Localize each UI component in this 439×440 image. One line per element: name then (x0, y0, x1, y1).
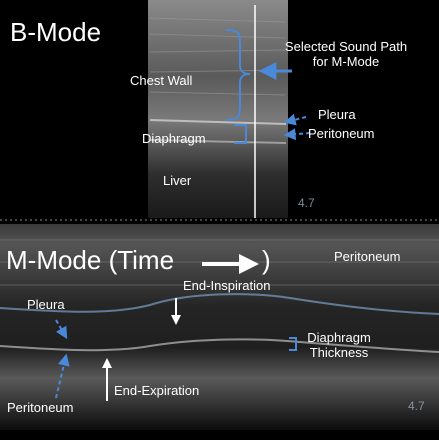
peritoneum-label: Peritoneum (308, 126, 375, 141)
end-inspiration-label: End-Inspiration (183, 278, 271, 293)
mmode-depth-marker: 4.7 (408, 399, 425, 413)
diaphragm-thickness-line1: Diaphragm (307, 330, 371, 345)
thickness-bracket-icon (289, 337, 297, 351)
liver-label: Liver (163, 173, 192, 188)
mmode-peritoneum-top-label: Peritoneum (334, 249, 401, 264)
bmode-title: B-Mode (10, 17, 102, 47)
pleura-label: Pleura (318, 107, 356, 122)
peritoneum-arrow-icon (283, 128, 311, 141)
mmode-peritoneum-bottom-label: Peritoneum (7, 400, 74, 415)
diaphragm-thickness-label: Diaphragm Thickness (302, 330, 376, 361)
bmode-image (148, 0, 288, 218)
annotations (55, 29, 311, 399)
sound-path-label-line1: Selected Sound Path (284, 39, 408, 54)
diaphragm-bracket-icon (234, 124, 247, 144)
chest-wall-bracket-icon (225, 29, 251, 121)
end-expiration-label: End-Expiration (114, 383, 200, 398)
mmode-pleura-label: Pleura (27, 297, 65, 312)
mmode-title-close: ) (262, 245, 271, 275)
sound-path-label-line2: for M-Mode (312, 53, 380, 69)
mmode-image (0, 224, 439, 430)
mmode-title: M-Mode (Time (6, 245, 175, 275)
chest-wall-label: Chest Wall (130, 73, 193, 88)
diaphragm-label: Diaphragm (142, 131, 206, 146)
mmode-pleura-arrow-icon (55, 319, 68, 340)
white-arrows (102, 254, 259, 401)
sound-path-label: Selected Sound Path for M-Mode (258, 39, 434, 70)
pleura-arrow-icon (283, 113, 307, 126)
mmode-peritoneum-arrow-icon (55, 353, 70, 399)
bmode-depth-marker: 4.7 (298, 196, 315, 210)
diaphragm-thickness-line2: Thickness (309, 344, 369, 360)
